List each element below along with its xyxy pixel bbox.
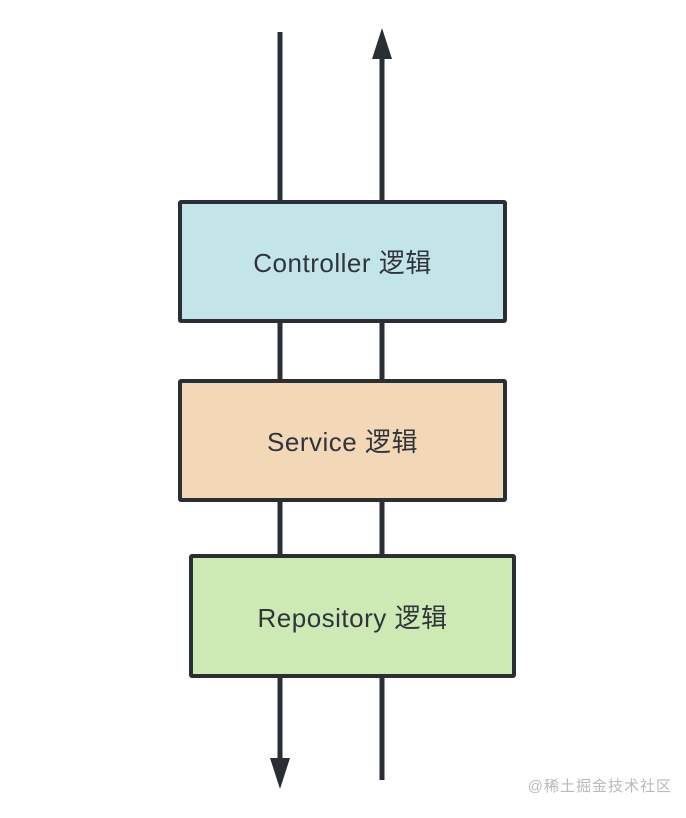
repository-box: Repository 逻辑 [189, 554, 516, 678]
up-arrowhead-icon [372, 28, 392, 59]
service-label: Service 逻辑 [267, 427, 418, 457]
watermark: @稀土掘金技术社区 [527, 778, 672, 795]
service-box: Service 逻辑 [178, 379, 507, 502]
down-arrowhead-icon [270, 758, 290, 789]
controller-label: Controller 逻辑 [253, 248, 432, 278]
controller-box: Controller 逻辑 [178, 200, 507, 323]
repository-label: Repository 逻辑 [257, 602, 448, 633]
